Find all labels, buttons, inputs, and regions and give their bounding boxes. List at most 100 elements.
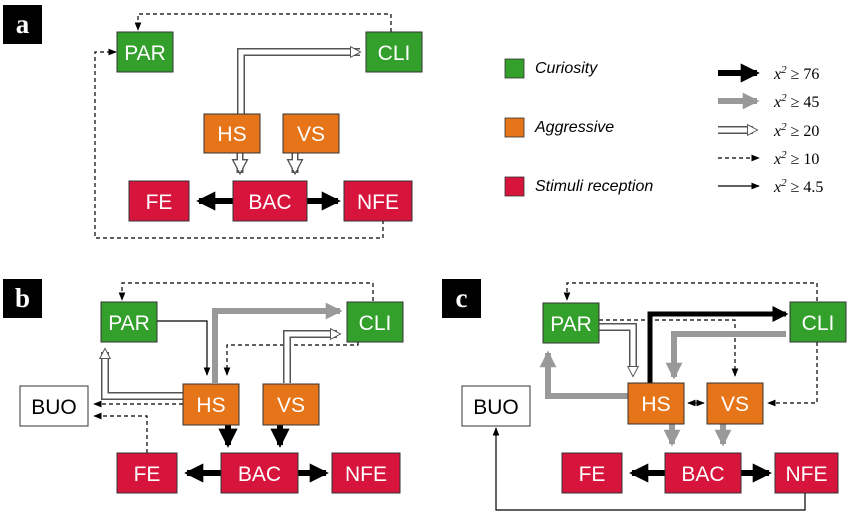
- edge-b-vs-cli: [284, 334, 340, 383]
- edge-b-vs-cli-outline: [283, 330, 337, 383]
- panel-a-nodes: PAR CLI HS VS FE BAC: [116, 31, 423, 222]
- node-a-cli-label: CLI: [378, 42, 411, 65]
- node-b-hs-label: HS: [196, 394, 225, 417]
- legend-strength-76-label: x2 ≥ 76: [773, 64, 819, 83]
- edge-a-hs-cli: [238, 52, 360, 114]
- node-c-par: PAR: [542, 302, 600, 344]
- node-c-fe-label: FE: [579, 463, 606, 486]
- node-c-fe: FE: [561, 452, 623, 494]
- node-a-par: PAR: [116, 31, 174, 73]
- node-a-cli: CLI: [365, 31, 423, 73]
- node-c-vs-label: VS: [721, 393, 749, 416]
- legend-strength-4-5-label: x2 ≥ 4.5: [773, 177, 823, 196]
- edge-c-par-hs-outline: [599, 323, 637, 368]
- legend-swatch-curiosity: [504, 58, 525, 79]
- node-a-fe-label: FE: [146, 191, 173, 214]
- panel-c-letter: c: [456, 283, 468, 313]
- node-a-par-label: PAR: [124, 42, 166, 65]
- node-c-bac: BAC: [664, 452, 742, 494]
- legend-item-aggressive: Aggressive: [504, 117, 614, 138]
- legend-strength-45: x2 ≥ 45: [718, 92, 819, 111]
- legend-strength-10-label: x2 ≥ 10: [773, 149, 819, 168]
- legend-strength-20-label: x2 ≥ 20: [773, 121, 819, 140]
- edge-c-par-hs: [599, 324, 633, 376]
- panel-c-nodes: PAR CLI BUO HS VS FE: [461, 301, 847, 494]
- legend-strength-10: x2 ≥ 10: [718, 149, 819, 168]
- edge-c-par-vs: [599, 319, 739, 377]
- edge-c-hs-cli: [647, 305, 789, 383]
- node-c-nfe: NFE: [774, 452, 839, 494]
- node-a-nfe-label: NFE: [357, 191, 399, 214]
- panel-c-tag: [442, 279, 481, 318]
- edge-b-cli-par: [118, 282, 374, 301]
- panel-a: a PAR CLI HS: [3, 5, 423, 239]
- node-b-bac: BAC: [220, 452, 299, 494]
- node-c-cli: CLI: [789, 301, 847, 343]
- edge-b-par-hs: [157, 320, 211, 376]
- panel-b-nodes: PAR CLI BUO HS VS FE: [19, 301, 404, 494]
- node-c-bac-label: BAC: [681, 463, 724, 486]
- node-b-fe-label: FE: [134, 463, 161, 486]
- node-b-vs-label: VS: [277, 394, 305, 417]
- panel-a-letter: a: [16, 9, 30, 39]
- node-c-par-label: PAR: [550, 313, 592, 336]
- node-a-bac-label: BAC: [248, 191, 291, 214]
- panel-a-edges: [94, 13, 392, 239]
- legend-item-curiosity: Curiosity: [504, 58, 598, 79]
- edge-b-hs-par-outline: [101, 352, 183, 400]
- panel-c: c PAR CLI: [442, 279, 847, 511]
- panel-c-edges: [492, 282, 818, 511]
- node-b-nfe: NFE: [331, 452, 401, 494]
- panel-a-tag: [3, 5, 42, 44]
- node-b-cli: CLI: [346, 301, 404, 343]
- edge-b-fe-buo: [93, 412, 148, 453]
- edge-a-nfe-par: [94, 48, 384, 239]
- panel-b-edges: [93, 282, 374, 483]
- legend-label-curiosity: Curiosity: [535, 60, 598, 77]
- node-b-hs: HS: [182, 383, 240, 426]
- edge-c-cli-par: [563, 282, 818, 301]
- legend-categories: Curiosity Aggressive Stimuli reception: [504, 58, 653, 197]
- legend-label-aggressive: Aggressive: [534, 119, 614, 136]
- legend-strengths: x2 ≥ 76 x2 ≥ 45 x2 ≥ 20 x2 ≥ 10 x2 ≥ 4.5: [718, 63, 823, 196]
- edge-b-hs-cli: [212, 302, 343, 383]
- node-a-nfe: NFE: [343, 180, 413, 222]
- node-a-vs-label: VS: [297, 123, 325, 146]
- node-b-buo: BUO: [19, 385, 89, 427]
- node-a-vs: VS: [282, 113, 340, 154]
- legend-swatch-stimuli: [504, 176, 525, 197]
- node-c-vs: VS: [706, 382, 764, 425]
- node-a-fe: FE: [128, 180, 190, 222]
- node-b-par-label: PAR: [108, 312, 150, 335]
- legend-strength-20: x2 ≥ 20: [718, 121, 819, 140]
- edge-b-cli-hs: [223, 342, 359, 376]
- node-b-vs: VS: [262, 383, 320, 426]
- legend: Curiosity Aggressive Stimuli reception x…: [504, 58, 823, 197]
- legend-swatch-aggressive: [504, 117, 525, 138]
- node-b-nfe-label: NFE: [345, 463, 387, 486]
- node-b-bac-label: BAC: [238, 463, 281, 486]
- panel-b-letter: b: [15, 283, 30, 313]
- node-c-hs: HS: [627, 382, 685, 425]
- node-b-fe: FE: [116, 452, 178, 494]
- node-b-par: PAR: [100, 301, 158, 343]
- legend-label-stimuli: Stimuli reception: [535, 178, 653, 195]
- node-a-hs-label: HS: [217, 123, 246, 146]
- node-a-bac: BAC: [232, 180, 308, 222]
- node-c-buo: BUO: [461, 385, 531, 427]
- edge-c-cli-hs: [665, 331, 786, 380]
- node-c-cli-label: CLI: [802, 312, 835, 335]
- node-b-buo-label: BUO: [31, 396, 77, 419]
- node-c-buo-label: BUO: [473, 396, 519, 419]
- edge-c-cli-vs: [767, 342, 818, 407]
- edge-c-hs-par: [539, 350, 628, 399]
- edge-a-cli-par: [134, 13, 392, 32]
- panel-b-tag: [3, 279, 42, 318]
- node-c-nfe-label: NFE: [786, 463, 828, 486]
- legend-item-stimuli: Stimuli reception: [504, 176, 653, 197]
- node-b-cli-label: CLI: [359, 312, 392, 335]
- legend-strength-76: x2 ≥ 76: [718, 63, 819, 83]
- legend-strength-45-label: x2 ≥ 45: [773, 92, 819, 111]
- edge-c-nfe-buo: [492, 427, 806, 511]
